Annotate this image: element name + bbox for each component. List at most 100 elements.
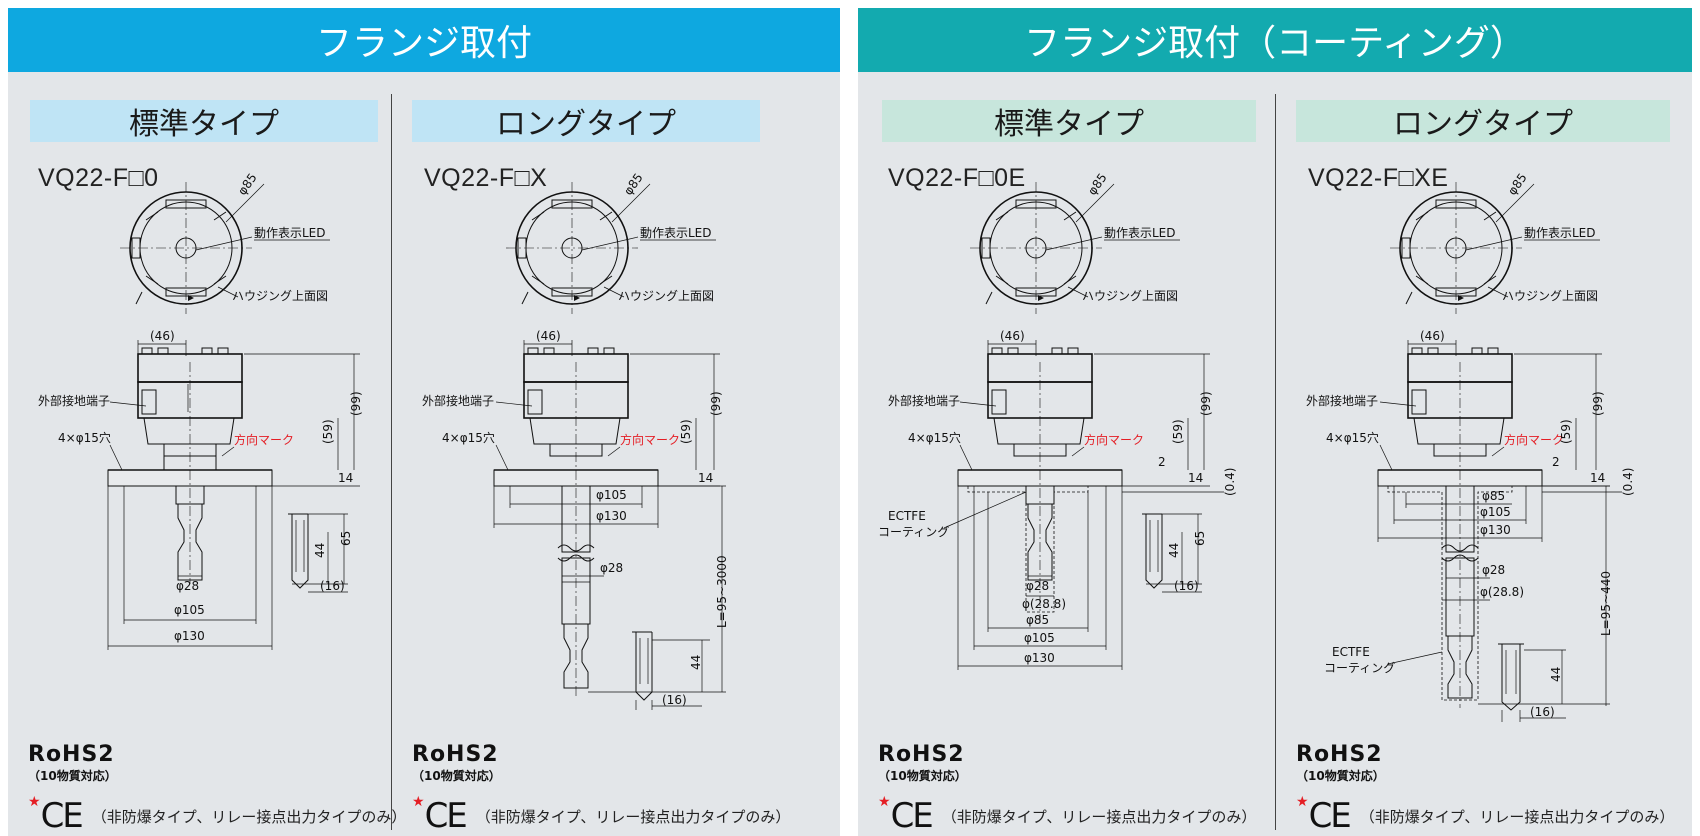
rohs-badge: RoHS2 （10物質対応） bbox=[1296, 742, 1385, 784]
ground-terminal-label: 外部接地端子 bbox=[422, 393, 494, 408]
panel-standard: 標準タイプ VQ22-F□0 φ85 動作表示LED bbox=[8, 72, 424, 836]
led-label: 動作表示LED bbox=[1524, 226, 1596, 240]
panel-divider bbox=[391, 94, 392, 830]
rohs-badge: RoHS2 （10物質対応） bbox=[28, 742, 117, 784]
height-59-label: (59) bbox=[321, 419, 335, 444]
dimension-drawing: φ85 動作表示LED ハウジング上面図 (46) bbox=[422, 171, 729, 710]
panel-divider bbox=[1275, 94, 1276, 830]
height-44-label: 44 bbox=[1167, 543, 1181, 558]
direction-mark-label: 方向マーク bbox=[1084, 432, 1144, 447]
ce-note: （非防爆タイプ、リレー接点出力タイプのみ） bbox=[941, 807, 1257, 826]
holes-label: 4×φ15穴 bbox=[58, 430, 111, 445]
model-number: VQ22-F□X bbox=[424, 164, 548, 192]
rohs-badge: RoHS2 （10物質対応） bbox=[878, 742, 967, 784]
section-title: フランジ取付 bbox=[8, 8, 840, 72]
ce-mark-icon: CE bbox=[1308, 796, 1352, 836]
ce-marking: ★ CE （非防爆タイプ、リレー接点出力タイプのみ） bbox=[878, 794, 1257, 836]
housing-top-view bbox=[506, 182, 651, 314]
width-label: (46) bbox=[1000, 329, 1025, 343]
star-icon: ★ bbox=[878, 794, 891, 810]
panel-standard-coating: 標準タイプ VQ22-F□0E φ85 動作表示LED bbox=[858, 72, 1274, 836]
type-label: 標準タイプ bbox=[30, 100, 378, 142]
diameter-105-label: φ105 bbox=[1480, 505, 1511, 519]
diameter-105-label: φ105 bbox=[1024, 631, 1055, 645]
width-label: (46) bbox=[536, 329, 561, 343]
rohs-subtitle: （10物質対応） bbox=[28, 769, 117, 783]
rohs-title: RoHS2 bbox=[878, 742, 965, 767]
diameter-label: φ85 bbox=[235, 171, 260, 198]
coating-thickness-label: (0.4) bbox=[1223, 468, 1237, 496]
ce-marking: ★ CE （非防爆タイプ、リレー接点出力タイプのみ） bbox=[28, 794, 407, 836]
rohs-subtitle: （10物質対応） bbox=[1296, 769, 1385, 783]
ce-marking: ★ CE （非防爆タイプ、リレー接点出力タイプのみ） bbox=[412, 794, 790, 836]
diameter-28-label: φ28 bbox=[1482, 563, 1505, 577]
led-label: 動作表示LED bbox=[640, 226, 712, 240]
ce-marking: ★ CE （非防爆タイプ、リレー接点出力タイプのみ） bbox=[1296, 794, 1674, 836]
coating-label-2: コーティング bbox=[878, 525, 949, 539]
diameter-28-label: φ28 bbox=[176, 579, 199, 593]
panel-long: ロングタイプ VQ22-F□X φ85 動作表示LED bbox=[392, 72, 808, 836]
height-65-label: 65 bbox=[1193, 531, 1207, 546]
rohs-title: RoHS2 bbox=[28, 742, 115, 767]
width-16-label: (16) bbox=[662, 693, 687, 707]
diameter-label: φ85 bbox=[621, 171, 646, 198]
led-label: 動作表示LED bbox=[1104, 226, 1176, 240]
housing-label: ハウジング上面図 bbox=[232, 289, 328, 303]
dimension-drawing: φ85 動作表示LED ハウジング上面図 (46) bbox=[878, 171, 1237, 670]
diameter-label: φ85 bbox=[1505, 171, 1530, 198]
height-59-label: (59) bbox=[679, 419, 693, 444]
flange-thickness-label: 14 bbox=[698, 471, 713, 485]
diameter-85-label: φ85 bbox=[1482, 489, 1505, 503]
direction-mark-label: 方向マーク bbox=[620, 432, 680, 447]
rohs-title: RoHS2 bbox=[412, 742, 499, 767]
direction-mark-label: 方向マーク bbox=[234, 432, 294, 447]
section-title: フランジ取付（コーティング） bbox=[858, 8, 1692, 72]
rohs-subtitle: （10物質対応） bbox=[878, 769, 967, 783]
ce-note: （非防爆タイプ、リレー接点出力タイプのみ） bbox=[91, 807, 407, 826]
height-44-label: 44 bbox=[1549, 667, 1563, 682]
star-icon: ★ bbox=[28, 794, 41, 810]
section-flange-mount-coating: フランジ取付（コーティング） 標準タイプ VQ22-F□0E bbox=[858, 8, 1692, 836]
model-number: VQ22-F□0 bbox=[38, 164, 159, 192]
height-59-label: (59) bbox=[1559, 419, 1573, 444]
section-flange-mount: フランジ取付 標準タイプ VQ22-F□0 φ8 bbox=[8, 8, 840, 836]
side-view: (46) bbox=[493, 329, 659, 696]
height-44-label: 44 bbox=[313, 543, 327, 558]
coating-label-2: コーティング bbox=[1324, 661, 1395, 675]
model-number: VQ22-F□0E bbox=[888, 164, 1026, 192]
diameter-label: φ85 bbox=[1085, 171, 1110, 198]
coating-label-1: ECTFE bbox=[888, 509, 926, 523]
width-16-label: (16) bbox=[1530, 705, 1555, 719]
diameter-130-label: φ130 bbox=[596, 509, 627, 523]
diameter-28-label: φ28 bbox=[1026, 579, 1049, 593]
diameter-28-8-label: φ(28.8) bbox=[1480, 585, 1524, 599]
housing-label: ハウジング上面図 bbox=[618, 289, 714, 303]
ground-terminal-label: 外部接地端子 bbox=[1306, 393, 1378, 408]
holes-label: 4×φ15穴 bbox=[1326, 430, 1379, 445]
ground-terminal-label: 外部接地端子 bbox=[38, 393, 110, 408]
flange-thickness-label: 14 bbox=[1188, 471, 1203, 485]
panel-long-coating: ロングタイプ VQ22-F□XE φ85 動作表示LED bbox=[1276, 72, 1692, 836]
model-number: VQ22-F□XE bbox=[1308, 164, 1449, 192]
ground-terminal-label: 外部接地端子 bbox=[888, 393, 960, 408]
dimension-drawing: φ85 動作表示LED ハウジング上面図 (46) bbox=[38, 171, 363, 650]
diameter-28-8-label: φ(28.8) bbox=[1022, 597, 1066, 611]
width-16-label: (16) bbox=[320, 579, 345, 593]
housing-top-view bbox=[1390, 182, 1535, 314]
direction-mark-label: 方向マーク bbox=[1504, 432, 1564, 447]
dimension-drawing: φ85 動作表示LED ハウジング上面図 (46) bbox=[1306, 171, 1635, 722]
flange-thickness-label: 14 bbox=[338, 471, 353, 485]
type-label: 標準タイプ bbox=[882, 100, 1256, 142]
height-2-label: 2 bbox=[1552, 455, 1560, 469]
coating-label-1: ECTFE bbox=[1332, 645, 1370, 659]
flange-thickness-label: 14 bbox=[1590, 471, 1605, 485]
side-view: (46) bbox=[957, 329, 1123, 620]
housing-top-view bbox=[120, 182, 265, 314]
housing-label: ハウジング上面図 bbox=[1082, 289, 1178, 303]
height-99-label: (99) bbox=[709, 391, 723, 416]
side-view: (46) bbox=[107, 329, 273, 584]
side-view: (46) bbox=[1377, 329, 1543, 708]
housing-label: ハウジング上面図 bbox=[1502, 289, 1598, 303]
diameter-130-label: φ130 bbox=[1024, 651, 1055, 665]
star-icon: ★ bbox=[412, 794, 425, 810]
